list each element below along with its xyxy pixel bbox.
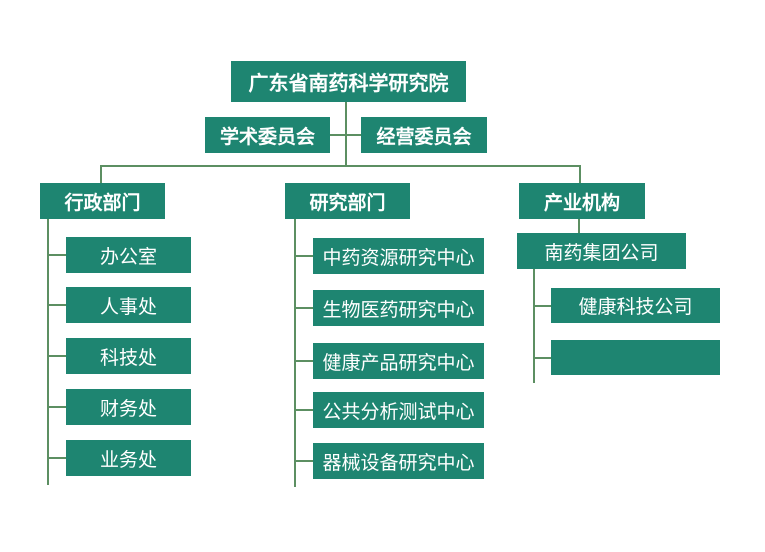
research-center: 器械设备研究中心: [313, 443, 484, 479]
connector: [48, 355, 66, 357]
subsidiary-company: 健康科技公司: [551, 288, 720, 323]
connector: [534, 304, 551, 307]
research-center: 公共分析测试中心: [313, 392, 484, 428]
dept-research: 研究部门: [285, 183, 410, 219]
connector: [48, 304, 66, 306]
research-center: 生物医药研究中心: [313, 290, 484, 326]
connector: [100, 165, 102, 183]
committee-business: 经营委员会: [361, 117, 487, 153]
group-company: 南药集团公司: [517, 233, 686, 269]
connector: [534, 356, 551, 359]
root-node: 广东省南药科学研究院: [231, 61, 466, 102]
connector: [295, 307, 313, 309]
connector: [294, 219, 296, 487]
connector: [579, 165, 581, 183]
connector: [330, 134, 361, 136]
admin-office: 人事处: [66, 287, 191, 323]
connector: [48, 457, 66, 459]
admin-office: 办公室: [66, 237, 191, 273]
dept-industry: 产业机构: [519, 183, 645, 219]
admin-office: 业务处: [66, 440, 191, 476]
subsidiary-company: [551, 340, 720, 375]
research-center: 健康产品研究中心: [313, 343, 484, 379]
admin-office: 财务处: [66, 389, 191, 425]
committee-academic: 学术委员会: [205, 117, 330, 153]
connector: [533, 269, 535, 383]
research-center: 中药资源研究中心: [313, 238, 484, 274]
connector: [295, 255, 313, 257]
connector: [47, 219, 49, 485]
connector: [48, 254, 66, 256]
connector: [295, 360, 313, 362]
admin-office: 科技处: [66, 338, 191, 374]
connector: [100, 165, 580, 167]
connector: [578, 219, 580, 233]
connector: [48, 406, 66, 408]
connector: [295, 409, 313, 411]
connector: [295, 460, 313, 462]
dept-admin: 行政部门: [40, 183, 165, 219]
